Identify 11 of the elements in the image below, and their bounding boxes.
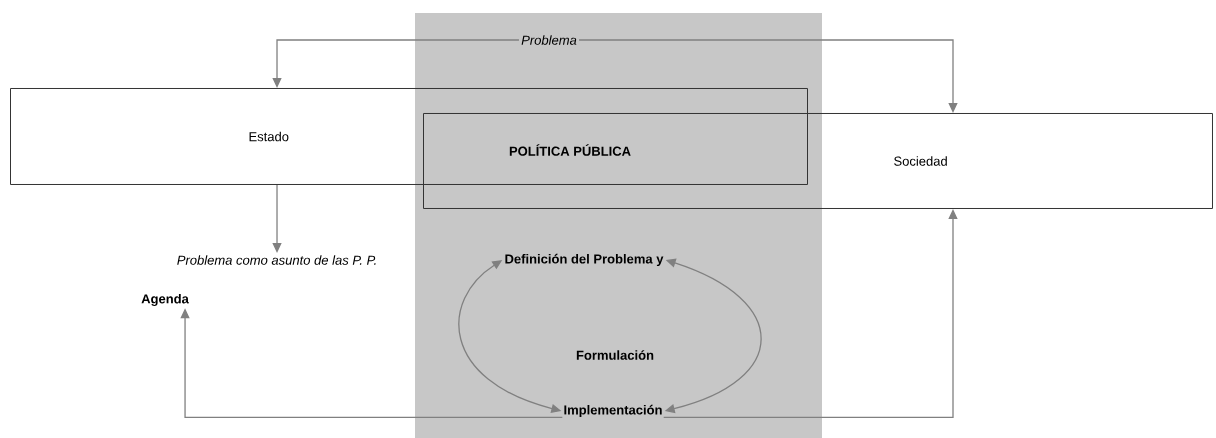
text-label: Agenda — [141, 293, 189, 307]
arrow — [272, 39, 520, 88]
text-label: Implementación — [564, 404, 662, 418]
text-label: Problema como asunto de las P. P. — [177, 255, 376, 265]
text-label: Formulación — [576, 350, 654, 360]
arrow — [272, 184, 282, 253]
text-label: Definición del Problema y — [505, 253, 664, 267]
arrow — [578, 39, 958, 113]
text-label: Problema — [521, 35, 577, 45]
title-label: POLÍTICA PÚBLICA — [509, 144, 631, 156]
arrow — [663, 209, 958, 418]
